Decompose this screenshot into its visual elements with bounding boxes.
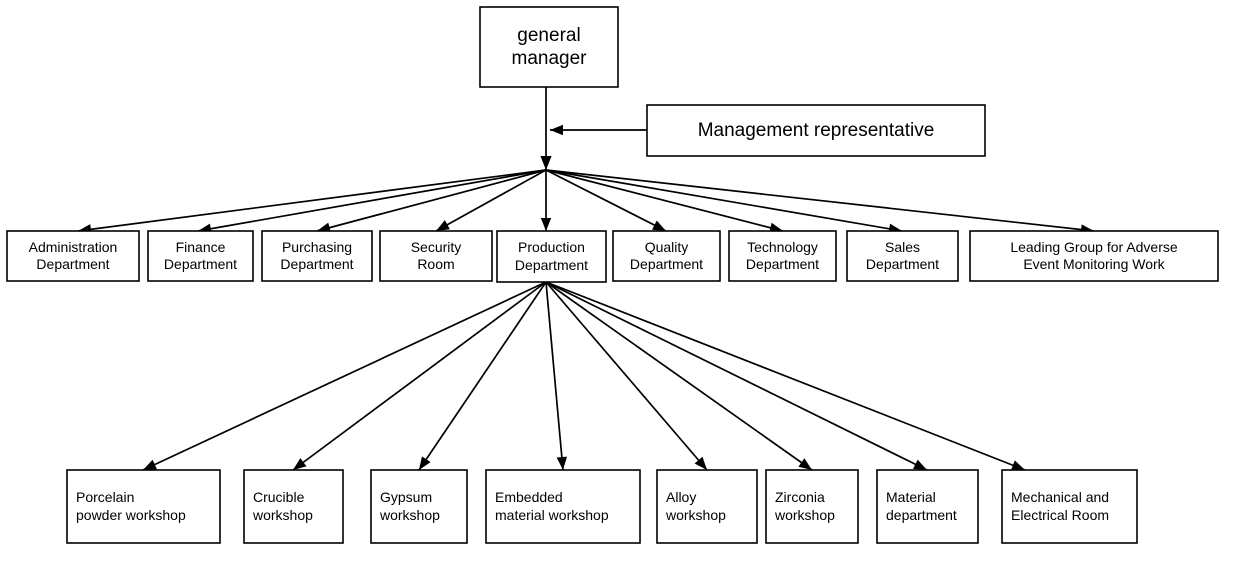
- connector-prod-to-crucible-workshop: [292, 281, 547, 471]
- arrowhead-crucible-workshop: [293, 458, 307, 470]
- node-box-technology-department[interactable]: [728, 230, 837, 282]
- node-box-finance-department[interactable]: [147, 230, 254, 282]
- connector-gm-to-technology-department: [545, 169, 784, 232]
- arrowhead-gm-hub: [540, 156, 552, 170]
- node-box-gypsum-workshop[interactable]: [370, 469, 468, 544]
- node-box-material-department[interactable]: [876, 469, 979, 544]
- node-box-embedded-material-workshop[interactable]: [485, 469, 641, 544]
- node-box-zirconia-workshop[interactable]: [765, 469, 859, 544]
- connector-prod-to-gypsum-workshop: [418, 281, 547, 471]
- connector-gm-to-administration-department: [77, 169, 547, 232]
- connector-prod-to-material-department: [545, 281, 928, 471]
- arrowhead-purchasing-department: [317, 222, 331, 233]
- connector-gm-to-leading-group-adverse-event: [545, 169, 1095, 232]
- node-box-porcelain-powder-workshop[interactable]: [66, 469, 221, 544]
- arrowhead-mechanical-electrical-room: [1010, 460, 1025, 471]
- node-box-quality-department[interactable]: [612, 230, 721, 282]
- connector-prod-to-zirconia-workshop: [545, 281, 813, 471]
- arrowhead-mgmt-rep: [550, 124, 563, 136]
- node-box-crucible-workshop[interactable]: [243, 469, 344, 544]
- connector-prod-to-porcelain-powder-workshop: [142, 281, 547, 471]
- connector-gm-to-sales-department: [545, 169, 903, 232]
- arrowhead-quality-department: [652, 220, 666, 231]
- node-box-management-representative[interactable]: [646, 104, 986, 157]
- node-box-security-room[interactable]: [379, 230, 493, 282]
- node-box-sales-department[interactable]: [846, 230, 959, 282]
- connector-gm-to-purchasing-department: [316, 169, 547, 232]
- connector-gm-to-finance-department: [197, 169, 547, 232]
- node-box-production-department[interactable]: [496, 230, 607, 283]
- node-box-purchasing-department[interactable]: [261, 230, 373, 282]
- connector-prod-to-mechanical-electrical-room: [545, 281, 1026, 471]
- arrowhead-embedded-material-workshop: [556, 456, 568, 470]
- connector-gm-to-security-room: [435, 169, 547, 232]
- connector-prod-to-embedded-material-workshop: [545, 281, 564, 471]
- arrowhead-alloy-workshop: [694, 456, 707, 470]
- node-box-mechanical-electrical-room[interactable]: [1001, 469, 1138, 544]
- node-box-alloy-workshop[interactable]: [656, 469, 758, 544]
- arrowhead-security-room: [436, 220, 450, 231]
- connector-prod-to-alloy-workshop: [545, 281, 708, 471]
- node-box-administration-department[interactable]: [6, 230, 140, 282]
- connector-gm-to-quality-department: [545, 169, 667, 232]
- arrowhead-zirconia-workshop: [798, 458, 812, 470]
- node-box-general-manager[interactable]: [479, 6, 619, 88]
- node-box-layer: [6, 6, 1219, 544]
- arrowhead-gypsum-workshop: [419, 456, 431, 470]
- arrowhead-production-department: [540, 218, 552, 231]
- connector-layer: [77, 87, 1095, 471]
- arrowhead-porcelain-powder-workshop: [143, 459, 157, 470]
- arrowhead-material-department: [913, 459, 927, 470]
- node-box-leading-group-adverse-event[interactable]: [969, 230, 1219, 282]
